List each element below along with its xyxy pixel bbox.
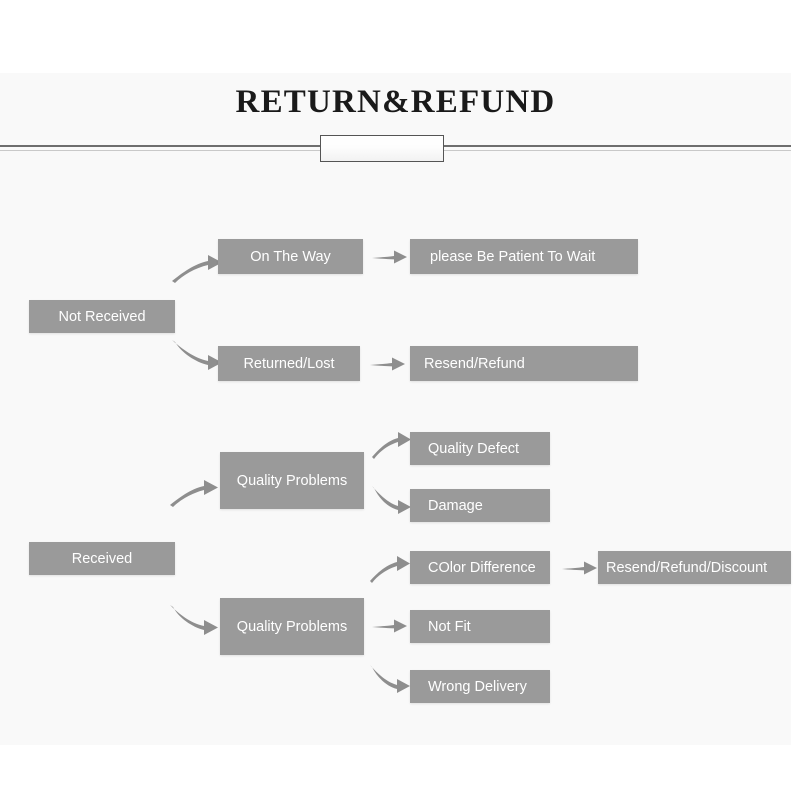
content-panel — [0, 73, 791, 745]
node-quality-defect[interactable]: Quality Defect — [410, 432, 550, 465]
node-on-the-way[interactable]: On The Way — [218, 239, 363, 274]
node-color-difference[interactable]: COlor Difference — [410, 551, 550, 584]
node-returned-lost[interactable]: Returned/Lost — [218, 346, 360, 381]
header-plaque — [320, 135, 444, 162]
node-not-received[interactable]: Not Received — [29, 300, 175, 333]
page-title: RETURN&REFUND — [235, 84, 556, 120]
header-plaque-label — [321, 136, 443, 161]
node-resend-refund[interactable]: Resend/Refund — [410, 346, 638, 381]
node-resend-refund-discount[interactable]: Resend/Refund/Discount — [598, 551, 791, 584]
node-damage[interactable]: Damage — [410, 489, 550, 522]
node-quality-problems-lower[interactable]: Quality Problems — [220, 598, 364, 655]
node-quality-problems-upper[interactable]: Quality Problems — [220, 452, 364, 509]
node-please-be-patient-to-wait[interactable]: please Be Patient To Wait — [410, 239, 638, 274]
node-wrong-delivery[interactable]: Wrong Delivery — [410, 670, 550, 703]
node-not-fit[interactable]: Not Fit — [410, 610, 550, 643]
node-received[interactable]: Received — [29, 542, 175, 575]
